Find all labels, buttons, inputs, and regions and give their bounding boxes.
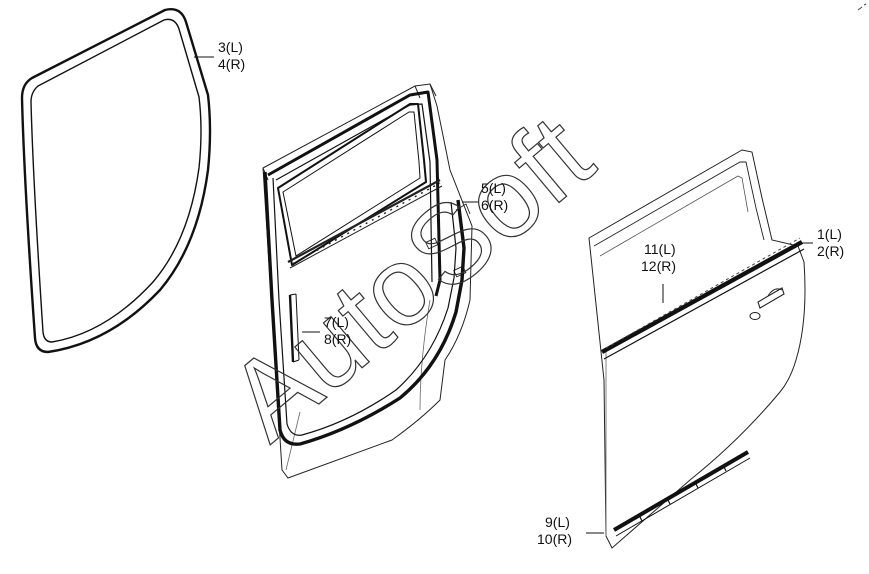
callout-label: 7(L) (324, 314, 349, 330)
callout-label: 11(L) (644, 241, 676, 257)
rear-door-inner-panel (262, 83, 473, 479)
callout-9-10: 9(L) 10(R) (537, 514, 572, 547)
lower-sash-seal (288, 293, 300, 363)
door-opening-seal (263, 171, 466, 446)
callout-label: 1(L) (817, 226, 842, 242)
rear-door-outer-panel (588, 149, 806, 549)
callout-1-2: 1(L) 2(R) (817, 226, 844, 259)
callout-label: 3(L) (218, 39, 243, 55)
leader-lines (194, 56, 813, 534)
callout-11-12: 11(L) 12(R) (641, 241, 676, 274)
callout-label: 12(R) (641, 258, 676, 274)
callout-label: 10(R) (537, 531, 572, 547)
callout-5-6: 5(L) 6(R) (481, 180, 508, 213)
callout-7-8: 7(L) 8(R) (324, 314, 351, 347)
corner-mark (857, 3, 867, 11)
door-frame-weatherstrip (267, 90, 442, 297)
callout-label: 8(R) (324, 331, 351, 347)
callout-label: 4(R) (218, 56, 245, 72)
lower-side-moulding (612, 450, 751, 537)
callout-label: 5(L) (481, 180, 506, 196)
watermark-text: AutoSoft (205, 91, 614, 463)
callout-label: 9(L) (545, 514, 570, 530)
callout-label: 6(R) (481, 197, 508, 213)
callout-label: 2(R) (817, 243, 844, 259)
outer-belt-moulding (600, 237, 805, 360)
door-weatherstrip-seal (20, 8, 212, 354)
callout-3-4: 3(L) 4(R) (218, 39, 245, 72)
inner-belt-strip (287, 179, 443, 269)
